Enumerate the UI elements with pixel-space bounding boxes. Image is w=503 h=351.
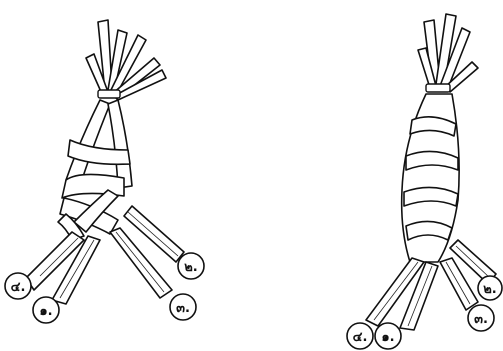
right-label-4: ๔. bbox=[347, 323, 373, 349]
right-braid-body bbox=[402, 94, 459, 262]
right-top-tuft bbox=[418, 14, 478, 92]
left-label-3: ๓. bbox=[170, 294, 196, 320]
svg-text:๓.: ๓. bbox=[474, 312, 488, 327]
left-label-2: ๒. bbox=[178, 253, 204, 279]
svg-text:๑.: ๑. bbox=[39, 304, 52, 319]
right-label-3: ๓. bbox=[468, 305, 494, 331]
left-braid-body bbox=[58, 100, 132, 240]
right-tie bbox=[426, 84, 450, 92]
left-tie bbox=[98, 90, 120, 98]
svg-text:๒.: ๒. bbox=[184, 260, 198, 275]
tight-braid-illustration: ๔. ๑. ๓. ๒. bbox=[347, 14, 502, 349]
left-label-4: ๔. bbox=[5, 273, 31, 299]
right-label-2: ๒. bbox=[478, 276, 502, 300]
svg-text:๓.: ๓. bbox=[176, 301, 190, 316]
left-label-1: ๑. bbox=[33, 297, 59, 323]
loose-braid-illustration: ๔. ๑. ๓. ๒. bbox=[5, 20, 204, 323]
svg-text:๔.: ๔. bbox=[353, 330, 368, 345]
left-top-tuft bbox=[86, 20, 166, 100]
right-label-1: ๑. bbox=[375, 323, 401, 349]
svg-text:๑.: ๑. bbox=[381, 330, 394, 345]
svg-text:๔.: ๔. bbox=[11, 280, 26, 295]
svg-text:๒.: ๒. bbox=[483, 282, 497, 297]
